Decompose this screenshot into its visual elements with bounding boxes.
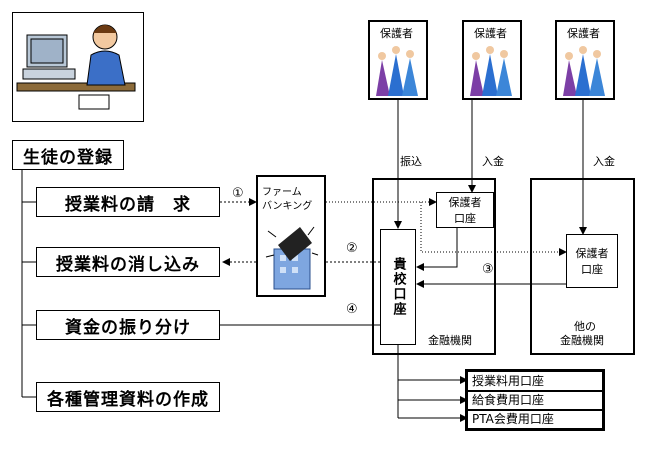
other-bank-caption-2: 金融機関 — [560, 334, 604, 347]
account-lunch: 給食費用口座 — [467, 391, 603, 410]
guardian-picture-1: 保護者 — [368, 20, 428, 100]
office-worker-illustration — [12, 12, 144, 122]
tuition-billing-label: 授業料の請 求 — [65, 194, 191, 215]
student-registration-label: 生徒の登録 — [23, 147, 113, 168]
furikomi-label: 振込 — [400, 155, 422, 168]
step-2-marker: ② — [346, 241, 358, 256]
fund-allocation-label: 資金の振り分け — [65, 317, 191, 338]
tuition-reconciliation-label: 授業料の消し込み — [56, 254, 200, 275]
tuition-reconciliation-box: 授業料の消し込み — [36, 247, 220, 277]
guardian-picture-2: 保護者 — [462, 20, 522, 100]
management-report-label: 各種管理資料の作成 — [47, 389, 209, 410]
guardian-account-label-1: 保護者 — [448, 196, 482, 209]
guardian-label-1: 保護者 — [380, 27, 413, 40]
guardian-account-box: 保護者 口座 — [436, 192, 494, 228]
other-bank-caption-1: 他の — [574, 320, 596, 333]
guardian-label-3: 保護者 — [567, 27, 600, 40]
guardian-label-2: 保護者 — [474, 27, 507, 40]
school-account-box: 貴校口座 — [380, 229, 416, 345]
other-financial-institution-box: 他の 金融機関 — [530, 178, 635, 355]
guardian-picture-3: 保護者 — [555, 20, 615, 100]
step-4-marker: ④ — [346, 302, 358, 317]
financial-institution-caption: 金融機関 — [428, 334, 472, 347]
arrow-guardian-to-school — [416, 228, 458, 271]
sub-accounts-box: 授業料用口座 給食費用口座 PTA会費用口座 — [465, 369, 605, 431]
financial-institution-box: 金融機関 — [372, 178, 496, 355]
firm-banking-box: ファーム バンキング — [256, 175, 326, 297]
other-guardian-account-box: 保護者 口座 — [566, 234, 618, 288]
phone-building-icon — [265, 226, 319, 290]
nyukin-label-2: 入金 — [593, 155, 615, 168]
guardian-account-label-2: 口座 — [454, 212, 476, 225]
other-guardian-account-label-2: 口座 — [581, 263, 603, 276]
nyukin-label-1: 入金 — [482, 155, 504, 168]
student-registration-box: 生徒の登録 — [12, 140, 124, 170]
step-1-marker: ① — [232, 186, 244, 201]
step-3-marker: ③ — [482, 262, 494, 277]
fund-allocation-box: 資金の振り分け — [36, 310, 220, 340]
management-report-box: 各種管理資料の作成 — [36, 382, 220, 412]
firm-banking-label-2: バンキング — [262, 201, 313, 212]
firm-banking-label-1: ファーム — [262, 187, 302, 198]
account-pta: PTA会費用口座 — [467, 410, 603, 429]
other-guardian-account-label-1: 保護者 — [575, 247, 609, 260]
account-tuition: 授業料用口座 — [467, 371, 603, 391]
tuition-billing-box: 授業料の請 求 — [36, 187, 220, 217]
